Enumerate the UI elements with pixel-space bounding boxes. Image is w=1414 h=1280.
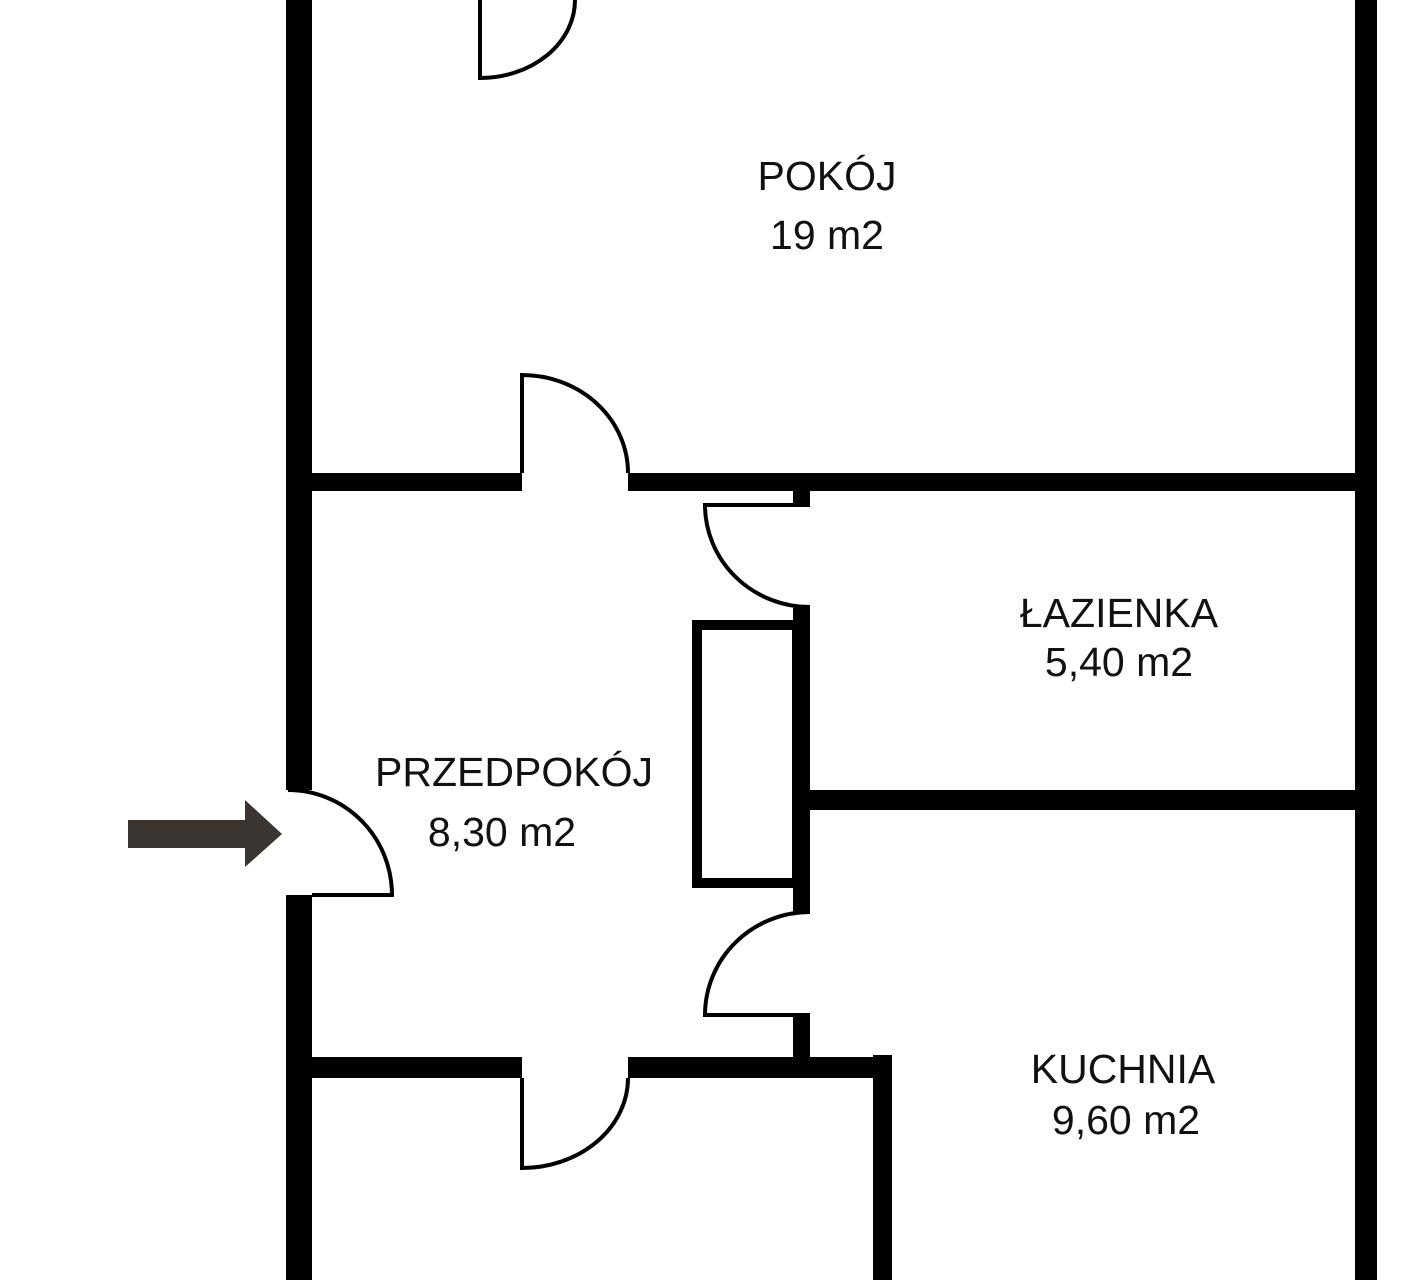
wall-bath-kitchen-divider [810,790,1355,810]
room-name: PRZEDPOKÓJ [375,749,653,795]
room-lazienka: ŁAZIENKA 5,40 m2 [1020,590,1219,685]
wall-kitchen-left [873,1055,892,1280]
wall-hall-bottom-right [628,1057,892,1078]
room-name: POKÓJ [758,153,897,199]
walls [286,0,1377,1280]
wall-bath-stub [793,491,810,505]
room-przedpokoj: PRZEDPOKÓJ 8,30 m2 [375,749,653,855]
door-kuchnia [702,910,811,1017]
wall-right [1355,0,1377,1280]
wall-pokoj-bottom-right [628,473,1355,491]
door-top [478,0,577,81]
arrow-right-icon [128,800,282,867]
wall-hall-bottom-left [312,1057,522,1078]
door-bottom-room [520,1077,630,1171]
wall-left-upper [286,0,312,790]
room-area: 19 m2 [770,212,884,258]
room-kuchnia: KUCHNIA 9,60 m2 [1031,1046,1216,1143]
room-pokoj: POKÓJ 19 m2 [758,153,897,258]
door-entry [287,788,395,897]
room-name: ŁAZIENKA [1020,590,1219,636]
closet [692,620,802,888]
room-area: 5,40 m2 [1045,639,1193,685]
doors [287,0,811,1171]
door-lazienka [702,503,811,609]
room-name: KUCHNIA [1031,1046,1216,1092]
door-pokoj [520,372,630,474]
room-area: 8,30 m2 [428,809,576,855]
wall-pokoj-bottom-left [312,473,522,491]
wall-left-lower [286,895,312,1280]
wall-kitchen-stub [793,1015,810,1058]
room-area: 9,60 m2 [1052,1097,1200,1143]
